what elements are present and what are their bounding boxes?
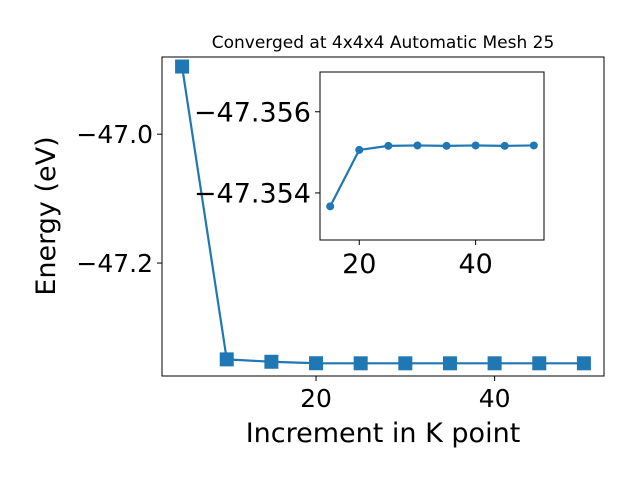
main-x-tick-label: 40 [479,384,511,413]
main-data-point [219,352,234,367]
inset-data-point [413,141,422,150]
main-data-point [264,354,279,369]
main-data-point [576,356,591,371]
inset-data-point [500,141,509,150]
main-data-point [175,59,190,74]
y-axis-label: Energy (eV) [31,136,62,295]
inset-frame [319,71,545,241]
main-series-line [181,66,584,365]
inset-data-point [442,141,451,150]
inset-data-point [529,141,538,150]
main-y-tick-label: −47.2 [76,249,153,278]
x-axis-label: Increment in K point [246,418,521,449]
inset-x-tick-label: 40 [458,249,492,280]
inset-plot-area: 20 40 −47.354 −47.356 [194,71,545,280]
main-y-tick-label: −47.0 [76,120,153,149]
inset-data-point [326,202,335,211]
inset-data-point [384,141,393,150]
chart-title: Converged at 4x4x4 Automatic Mesh 25 [212,33,555,53]
main-data-point [353,356,368,371]
inset-data-point [471,141,480,150]
inset-series-line [329,144,534,207]
main-data-point [398,356,413,371]
main-data-point [442,356,457,371]
inset-data-point [355,145,364,154]
inset-y-tick-label: −47.356 [194,97,311,128]
inset-x-tick-label: 20 [342,249,376,280]
main-x-tick-label: 20 [300,384,332,413]
main-data-point [532,356,547,371]
main-data-point [487,356,502,371]
inset-y-tick-label: −47.354 [194,179,311,210]
main-data-point [309,356,324,371]
